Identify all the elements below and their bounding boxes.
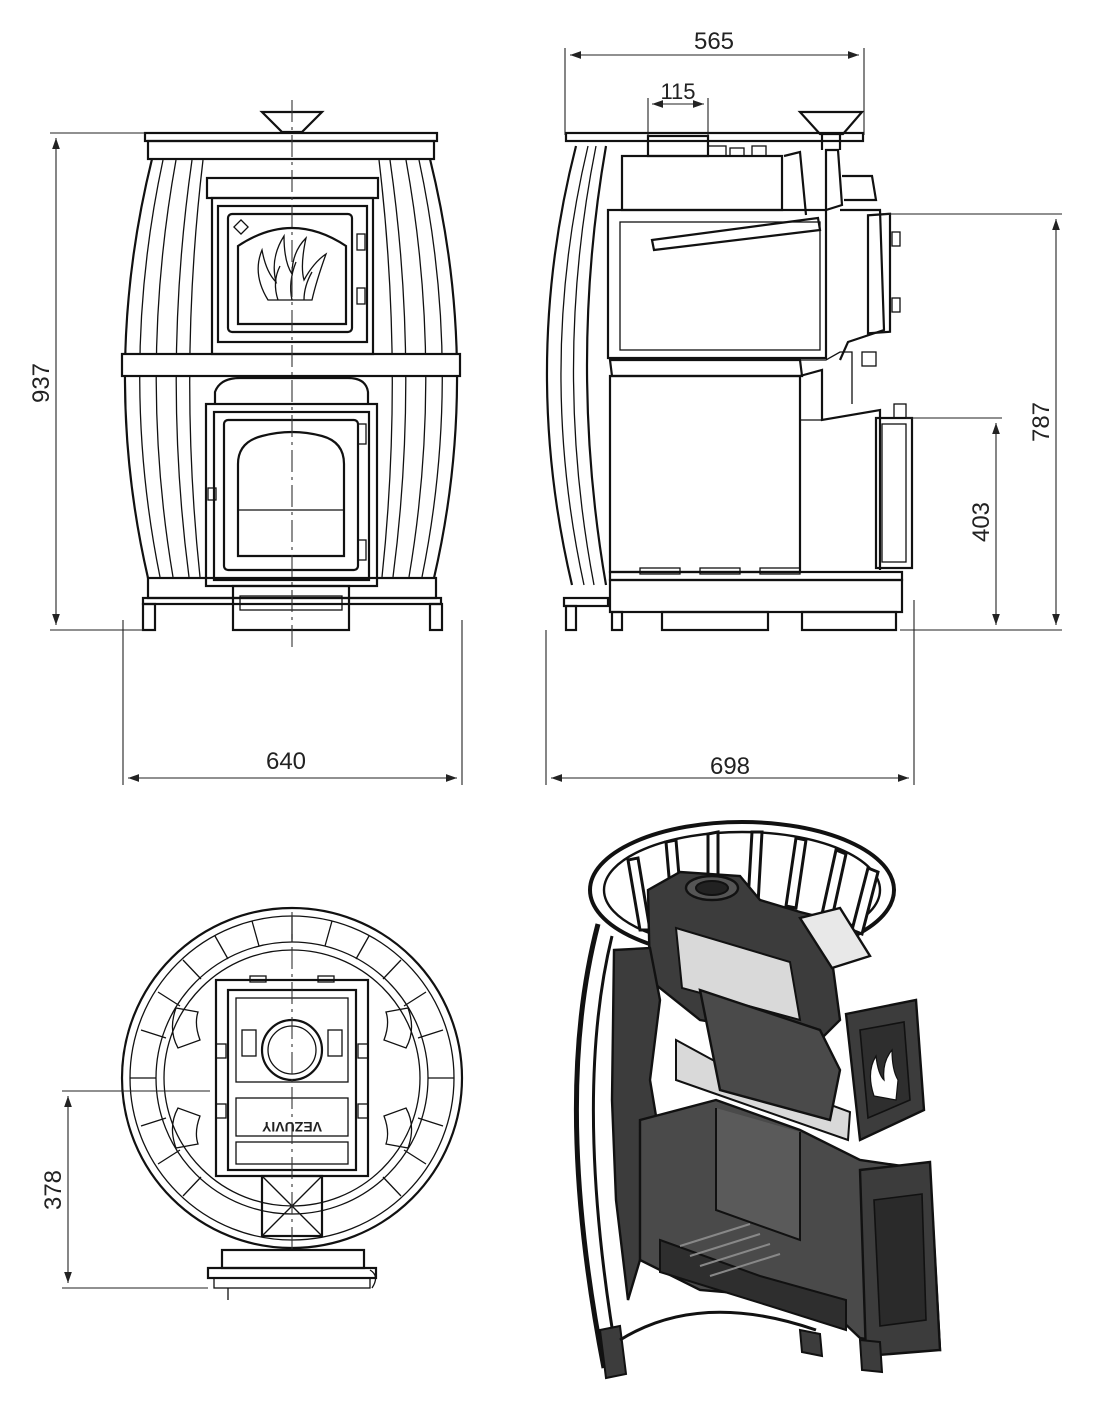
dim-side-height: 787 [1028,402,1055,442]
dim-top-offset: 378 [40,1170,67,1210]
dim-side-depth: 698 [710,753,750,780]
dim-side-top-width: 565 [694,28,734,55]
front-view [120,100,462,652]
top-view: VEZUVIY [120,906,464,1300]
dim-front-width: 640 [266,748,306,775]
top-dimensions: 378 [40,1090,210,1289]
dim-front-height: 937 [28,363,55,403]
side-dimensions: 565 115 698 787 403 [545,28,1062,785]
dim-chimney-width: 115 [660,79,695,104]
cutaway-view [573,820,942,1380]
front-dimensions: 937 640 [28,132,463,785]
dim-firebox-height: 403 [968,502,995,542]
side-view [545,110,914,632]
